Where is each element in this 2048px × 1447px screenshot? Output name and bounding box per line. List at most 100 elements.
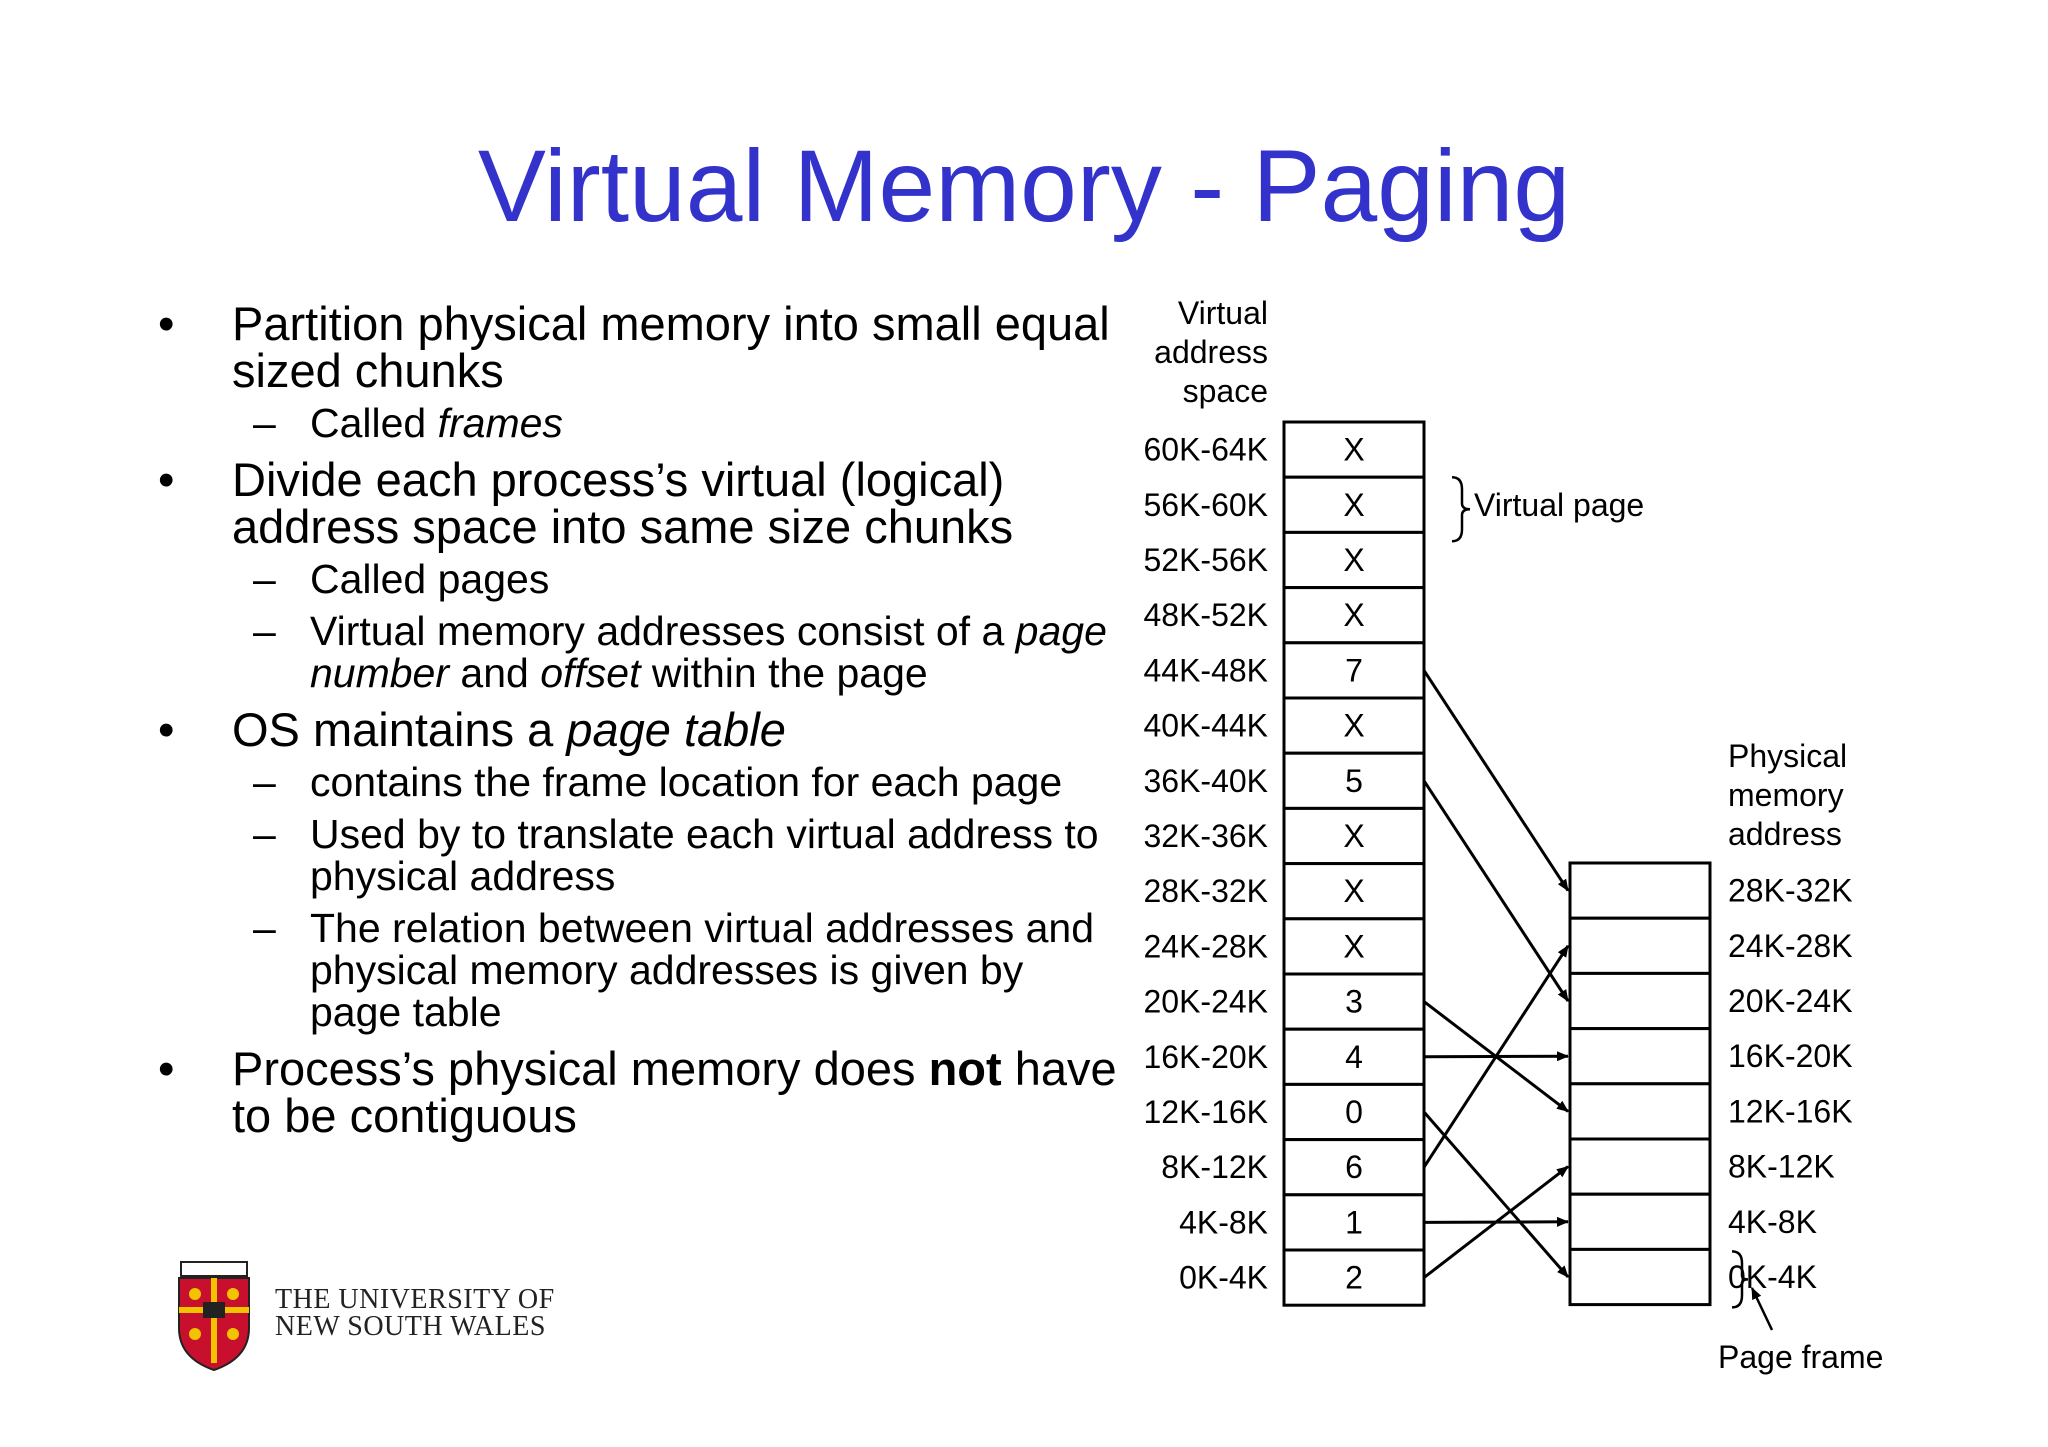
virtual-range-label: 28K-32K [1143,873,1268,909]
physical-frame-cell [1568,1027,1712,1086]
physical-header-line: Physical [1728,738,1847,774]
bullet-text: page number [310,608,1107,696]
physical-frame-cell [1568,1082,1712,1141]
virtual-page-cell [1282,530,1426,590]
university-name: THE UNIVERSITY OF NEW SOUTH WALES [275,1284,555,1342]
physical-range-label: 8K-12K [1728,1149,1835,1185]
dash-marker: – [253,556,276,602]
physical-header-line: address [1728,816,1842,852]
bullet-text: The relation between virtual addresses a… [310,905,1095,1035]
sub-bullet-item: –Called frames [158,402,1118,444]
bullet-text: Called pages [310,556,550,602]
physical-frame-cell [1568,916,1712,975]
virtual-header-line: address [1154,334,1268,370]
physical-frame-cell [1568,1192,1712,1251]
bullet-text: Virtual memory addresses consist of a [310,608,1016,654]
bullet-marker: • [158,1042,175,1095]
frame-number: 0 [1345,1094,1363,1130]
virtual-page-cell [1282,641,1426,700]
frame-number: 7 [1345,652,1363,688]
bullet-text: not [928,1042,1002,1095]
mapping-arrow [1422,1111,1570,1278]
virtual-range-label: 40K-44K [1143,708,1268,744]
virtual-range-label: 24K-28K [1143,928,1268,964]
virtual-page-cell [1282,1193,1426,1252]
virtual-page-cell [1282,862,1426,921]
unsw-crest-logo [178,1261,250,1372]
physical-frame-cell [1568,861,1712,920]
bullet-text: Divide each process’s virtual (logical) … [232,453,1014,553]
frame-number: X [1343,708,1364,744]
bullet-text: offset [540,650,641,696]
physical-frame-cell [1568,971,1712,1031]
sub-bullet-item: –Called pages [158,558,1118,600]
physical-frame-cell [1568,1137,1712,1196]
physical-range-label: 4K-8K [1728,1204,1817,1240]
dash-marker: – [253,759,276,805]
dash-marker: – [253,608,276,654]
virtual-range-label: 60K-64K [1143,432,1268,468]
virtual-page-cell [1282,1027,1426,1086]
university-name-line: NEW SOUTH WALES [275,1311,546,1342]
mapping-arrow [1423,1165,1569,1279]
bullet-marker: • [158,453,175,506]
frame-number: 4 [1345,1039,1363,1075]
bullet-text: contains the frame location for each pag… [310,759,1063,805]
virtual-range-label: 4K-8K [1179,1204,1268,1240]
virtual-range-label: 52K-56K [1143,542,1268,578]
bullet-marker: • [158,297,175,350]
virtual-range-label: 56K-60K [1143,487,1268,523]
frame-number: 1 [1345,1204,1363,1240]
physical-range-label: 28K-32K [1728,873,1853,909]
mapping-arrow [1422,669,1570,892]
university-name-line: THE UNIVERSITY OF [275,1284,555,1315]
frame-number: X [1343,432,1364,468]
physical-range-label: 16K-20K [1728,1038,1853,1074]
virtual-range-label: 8K-12K [1161,1149,1268,1185]
bullet-item: •Process’s physical memory does not have… [158,1045,1118,1139]
frame-number: X [1343,818,1364,854]
page-frame-brace [1731,1250,1749,1309]
virtual-range-label: 12K-16K [1143,1094,1268,1130]
frame-number: X [1343,928,1364,964]
bullet-text: within the page [640,650,928,696]
frame-number: X [1343,597,1364,633]
physical-frame-cell [1568,1247,1712,1307]
mapping-arrow [1422,944,1570,1169]
frame-number: X [1343,873,1364,909]
bullet-text: have to be contiguous [232,1042,1117,1142]
virtual-range-label: 36K-40K [1143,763,1268,799]
frame-number: 5 [1345,763,1363,799]
physical-range-label: 12K-16K [1728,1093,1853,1129]
virtual-range-label: 20K-24K [1143,984,1268,1020]
frame-number: 6 [1345,1149,1363,1185]
virtual-page-cell [1282,1082,1426,1142]
virtual-page-cell [1282,696,1426,755]
dash-marker: – [253,400,276,446]
bullet-text: Called [310,400,438,446]
bullet-text: OS maintains a [232,703,567,756]
bullet-item: • Partition physical memory into small eq… [158,300,1118,394]
page-frame-label: Page frame [1718,1339,1883,1375]
frame-number: X [1343,487,1364,523]
physical-range-label: 20K-24K [1728,983,1853,1019]
physical-range-label: 24K-28K [1728,928,1853,964]
sub-bullet-item: –contains the frame location for each pa… [158,761,1118,803]
bullet-text: Partition physical memory into small equ… [232,297,1110,397]
bullet-text: and [449,650,541,696]
virtual-page-label: Virtual page [1474,487,1644,523]
bullet-marker: • [158,703,175,756]
virtual-page-brace [1451,475,1471,543]
mapping-arrow [1422,779,1570,1002]
page-frame-pointer [1750,1287,1774,1331]
dash-marker: – [253,905,276,951]
bullet-text: page table [566,703,786,756]
bullet-text: frames [437,400,563,446]
frame-number: X [1343,542,1364,578]
virtual-range-label: 32K-36K [1143,818,1268,854]
sub-bullet-item: –Used by to translate each virtual addre… [158,813,1118,897]
virtual-header-line: Virtual [1178,295,1268,331]
virtual-header-line: space [1183,373,1268,409]
